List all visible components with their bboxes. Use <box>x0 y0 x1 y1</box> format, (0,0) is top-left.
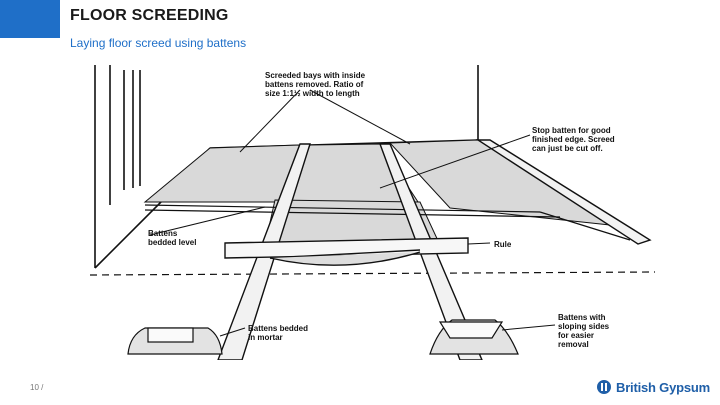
rule <box>224 237 469 266</box>
header-accent-block <box>0 0 60 38</box>
mortar-sections <box>127 319 519 355</box>
page-subtitle: Laying floor screed using battens <box>70 36 247 50</box>
label-screeded-bays: Screeded bays with inside battens remove… <box>265 71 367 98</box>
label-battens-bedded-level: Battens bedded level <box>148 229 196 247</box>
screeding-diagram: Screeded bays with inside battens remove… <box>90 65 656 360</box>
page-number: 10 / <box>30 383 44 392</box>
label-rule: Rule <box>494 240 512 249</box>
british-gypsum-logo-icon <box>597 380 611 394</box>
brand-name: British Gypsum <box>616 379 710 395</box>
brand-logo: British Gypsum <box>596 376 710 398</box>
label-battens-sloping: Battens with sloping sides for easier re… <box>558 313 611 349</box>
leader-lines <box>149 89 556 337</box>
floor-lines <box>90 204 656 276</box>
screed-fields <box>143 139 611 246</box>
page-title: FLOOR SCREEDING <box>70 7 229 24</box>
label-stop-batten: Stop batten for good finished edge. Scre… <box>532 126 617 153</box>
label-battens-bedded-mortar: Battens bedded in mortar <box>248 324 310 342</box>
